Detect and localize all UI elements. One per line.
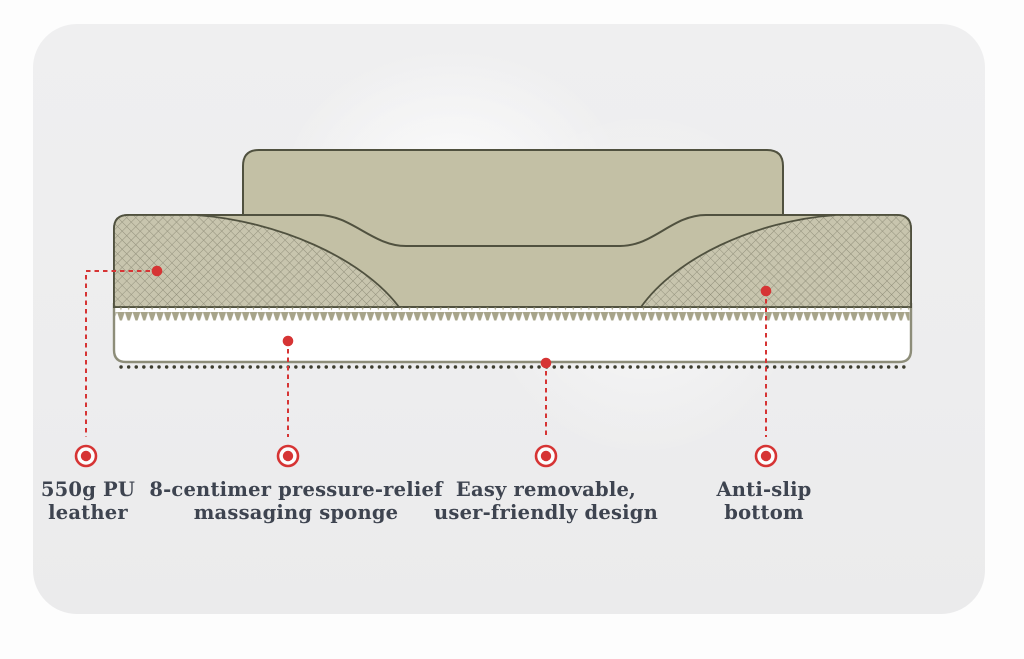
left-leather-crosshatch: [113, 214, 401, 308]
label-line: user-friendly design: [434, 500, 658, 524]
label-line: 550g PU: [40, 478, 136, 501]
callout-label-pu-leather: 550g PU leather: [40, 478, 136, 524]
callout-dashed-line: [85, 270, 150, 437]
callout-marker-dot: [80, 450, 92, 462]
callout-anti-slip: [754, 285, 778, 468]
label-line: Easy removable,: [455, 478, 637, 501]
callout-pointer-dot: [151, 265, 163, 277]
callout-pointer-dot: [540, 357, 552, 369]
label-line: massaging sponge: [193, 500, 399, 524]
callout-pointer-dot: [760, 285, 772, 297]
callout-label-massaging-sponge: 8-centimer pressure-relief massaging spo…: [149, 478, 443, 524]
callout-massaging-sponge: [276, 335, 300, 468]
callout-easy-removable: [534, 357, 558, 468]
callout-label-anti-slip: Anti-slip bottom: [716, 478, 812, 524]
back-cushion-layer: [242, 149, 784, 263]
right-leather-crosshatch: [639, 214, 912, 308]
callout-pu-leather: [74, 265, 163, 468]
callout-marker-dot: [540, 450, 552, 462]
label-line: bottom: [724, 500, 804, 524]
label-line: 8-centimer pressure-relief: [149, 478, 443, 501]
callout-pointer-dot: [282, 335, 294, 347]
label-line: leather: [48, 500, 128, 524]
callout-marker-dot: [760, 450, 772, 462]
callout-label-easy-removable: Easy removable, user-friendly design: [434, 478, 658, 524]
callout-marker-dot: [282, 450, 294, 462]
zigzag-sponge-edge: [115, 307, 910, 321]
label-line: Anti-slip: [716, 478, 812, 501]
